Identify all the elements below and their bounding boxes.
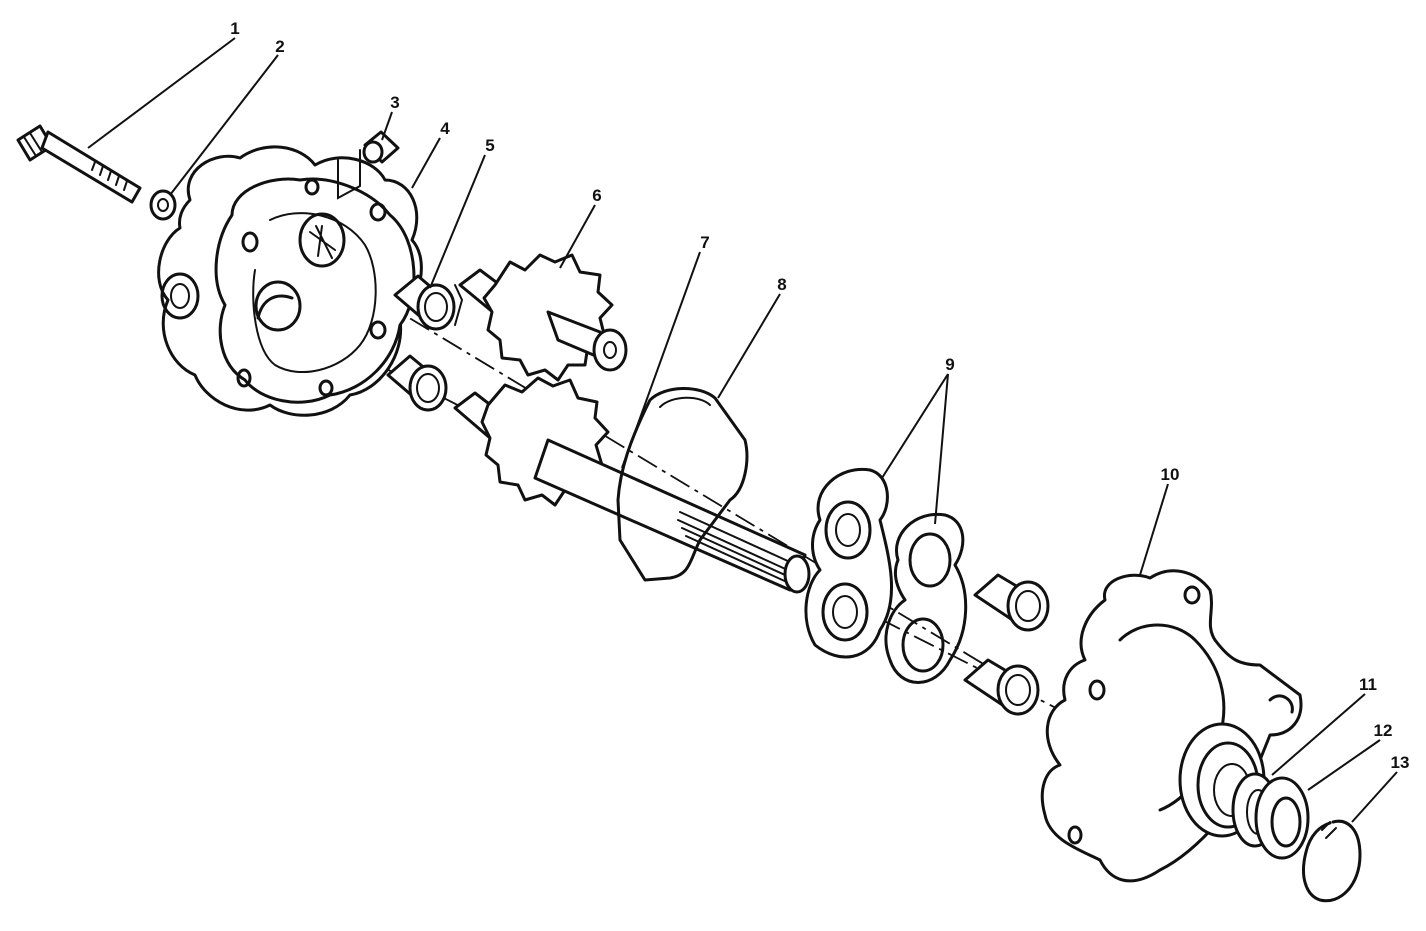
callout-8: 8 (777, 275, 786, 294)
part-13-snap-ring (1302, 819, 1362, 903)
callout-13: 13 (1391, 753, 1410, 772)
callout-1: 1 (230, 19, 239, 38)
callout-9: 9 (945, 355, 954, 374)
part-2-lock-washer (149, 189, 177, 221)
callout-11: 11 (1359, 675, 1377, 694)
callout-6: 6 (592, 186, 601, 205)
part-3-dowel-pin (362, 130, 400, 164)
part-1-cap-screw (16, 124, 142, 204)
callout-12: 12 (1374, 721, 1393, 740)
callout-4: 4 (440, 119, 450, 138)
callout-10: 10 (1161, 465, 1180, 484)
part-9-wear-plates (804, 467, 968, 684)
callout-labels: 1 2 3 4 5 6 7 8 9 10 11 12 13 (230, 19, 1409, 772)
callout-3: 3 (390, 93, 399, 112)
part-4-pump-body (157, 145, 423, 417)
callout-7: 7 (700, 233, 709, 252)
part-8-gasket (616, 387, 749, 582)
part-5-needle-bearings (386, 274, 464, 412)
callout-leaders (87, 37, 1398, 823)
callout-2: 2 (275, 37, 284, 56)
cover-needle-bearings (963, 573, 1050, 716)
part-6-idler-gear (458, 253, 628, 382)
part-12-retainer (1254, 776, 1310, 860)
callout-5: 5 (485, 136, 494, 155)
part-7-drive-gear-shaft (453, 376, 811, 594)
